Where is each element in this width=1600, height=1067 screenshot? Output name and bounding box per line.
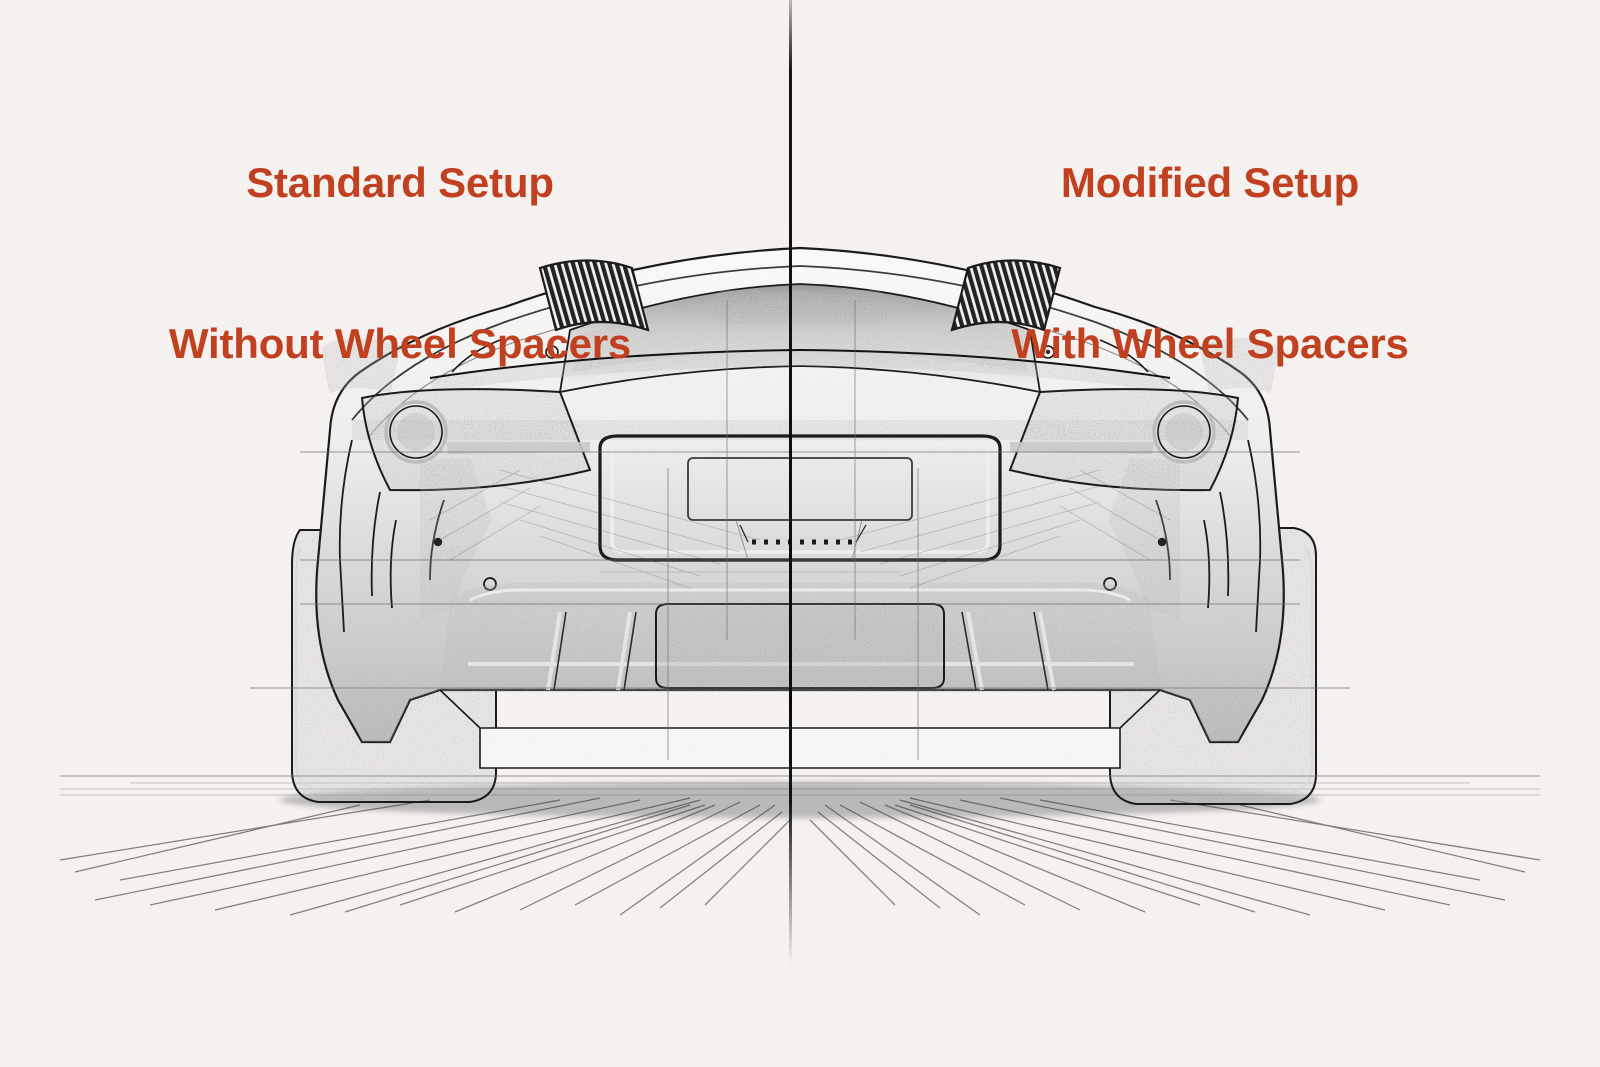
left-title-line-1: Standard Setup [246, 158, 554, 206]
center-mesh-grille [658, 606, 942, 686]
roof-antenna-pad [712, 290, 888, 324]
right-setup-title: Modified Setup With Wheel Spacers [930, 48, 1490, 478]
left-setup-title: Standard Setup Without Wheel Spacers [120, 48, 680, 478]
rear-splitter [479, 727, 1121, 769]
left-title-line-2: Without Wheel Spacers [168, 319, 632, 367]
vertical-split-line [789, 0, 792, 965]
right-title-line-2: With Wheel Spacers [1011, 319, 1409, 367]
right-title-line-1: Modified Setup [1060, 158, 1360, 206]
